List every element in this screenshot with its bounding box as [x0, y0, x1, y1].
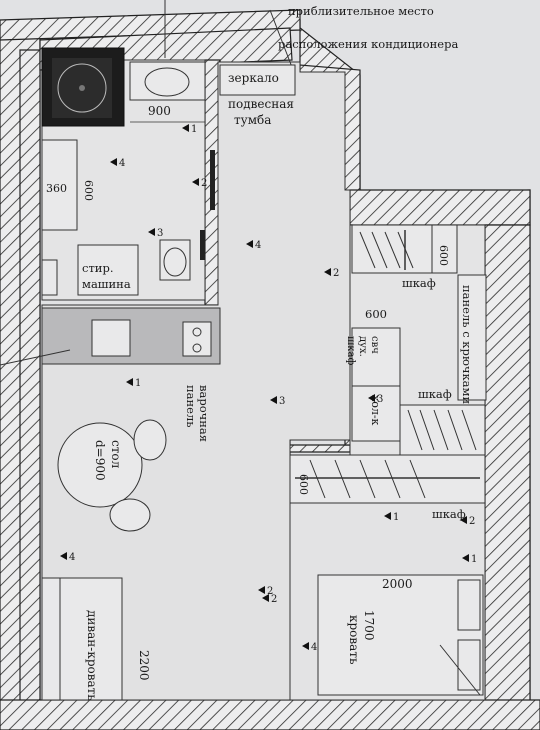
microwave-label-3: шкаф [345, 336, 356, 366]
hanging-cabinet-label-2: тумба [234, 113, 271, 127]
bed-length-label: 2000 [382, 577, 413, 591]
view-marker-arrow [246, 240, 253, 248]
chair-1 [133, 419, 167, 461]
bed-area: 2000 1700 кровать [317, 574, 484, 696]
cooktop-label-2: панель [184, 385, 198, 428]
view-marker-arrow [368, 394, 375, 402]
view-marker-arrow [258, 586, 265, 594]
bed-label: кровать [347, 615, 361, 665]
bed [317, 574, 484, 696]
cooktop-label-1: варочная [197, 385, 211, 442]
microwave-label-2: дух. [357, 336, 368, 357]
view-marker-arrow [302, 642, 309, 650]
wardrobe-top-depth: 600 [437, 245, 450, 266]
hall-furniture: зеркало подвесная тумба [219, 64, 296, 127]
shower-width-label: 900 [148, 104, 171, 118]
view-marker-arrow [126, 378, 133, 386]
bath-small-label: 360 [46, 182, 67, 195]
wardrobe-mid-depth: 600 [297, 474, 310, 495]
right-storage: 600 шкаф панель с крючками 600 свч дух. … [289, 224, 487, 521]
view-marker-arrow [270, 396, 277, 404]
ac-note-line2: расположения кондиционера [278, 37, 458, 51]
view-marker-arrow [110, 158, 117, 166]
wardrobe-bottom [289, 454, 486, 504]
hook-panel [457, 274, 487, 401]
wardrobe-mid-label: шкаф [418, 387, 452, 401]
view-marker-number: 2 [271, 594, 277, 605]
mirror-label: зеркало [228, 71, 279, 85]
view-marker-arrow [192, 178, 199, 186]
view-marker-arrow [262, 594, 269, 602]
view-marker-number: 4 [255, 240, 261, 251]
view-marker-number: 4 [119, 158, 125, 169]
sofa-length-label: 2200 [137, 650, 151, 681]
hook-panel-label: панель с крючками [460, 285, 474, 404]
bed-width-label: 1700 [362, 610, 376, 641]
bath-depth-label: 600 [82, 180, 95, 201]
dining-area: стол d=900 [57, 419, 167, 532]
sofa-bed: диван-кровать 2200 [41, 577, 151, 701]
view-marker-arrow [324, 268, 331, 276]
pillow-2 [457, 639, 481, 691]
wardrobe-mid [399, 404, 486, 456]
sofa-bed-label: диван-кровать [85, 610, 99, 701]
bathroom: 900 600 360 стир. машина [41, 47, 215, 296]
wardrobe-mid2-label: шкаф [432, 507, 466, 521]
microwave-label-1: свч [369, 336, 380, 354]
view-marker-number: 2 [469, 516, 475, 527]
view-marker-arrow [384, 512, 391, 520]
sink [91, 319, 131, 357]
fridge-label: хол-к [369, 395, 382, 426]
washing-machine-label-1: стир. [82, 261, 114, 275]
ac-note-line1: приблизительное место [288, 4, 434, 18]
cooktop [182, 321, 212, 357]
table-label-1: стол [109, 440, 123, 469]
view-marker-arrow [60, 552, 67, 560]
kitchen-depth-label: 600 [365, 307, 387, 321]
view-marker-arrow [182, 124, 189, 132]
view-marker-number: 2 [267, 586, 273, 597]
dining-table [57, 422, 143, 508]
table-label-2: d=900 [93, 440, 107, 481]
wardrobe-top-label: шкаф [402, 276, 436, 290]
toilet [159, 239, 191, 281]
view-marker-number: 2 [333, 268, 339, 279]
view-marker-number: 1 [393, 512, 399, 523]
view-marker-arrow [462, 554, 469, 562]
microwave-oven [351, 327, 401, 387]
washing-machine [77, 244, 139, 296]
kitchen-counter: варочная панель [0, 307, 221, 442]
view-marker-number: 1 [471, 554, 477, 565]
view-marker-number: 4 [69, 552, 75, 563]
view-marker-arrow [148, 228, 155, 236]
view-marker-number: 2 [201, 178, 207, 189]
view-marker-number: 3 [279, 396, 285, 407]
view-marker-arrow [460, 516, 467, 524]
mirror [219, 64, 296, 96]
view-marker-number: 4 [311, 642, 317, 653]
view-marker-number: 1 [135, 378, 141, 389]
bath-cabinet [41, 139, 78, 231]
pillow-1 [457, 579, 481, 631]
view-markers: 1 2 3 4 4 2 3 1 3 1 4 2 1 2 4 2 [60, 124, 477, 653]
view-marker-number: 1 [191, 124, 197, 135]
ac-note: приблизительное место расположения конди… [164, 0, 458, 76]
view-marker-number: 3 [377, 394, 383, 405]
view-marker-number: 3 [157, 228, 163, 239]
chair-2 [109, 498, 151, 532]
washing-machine-label-2: машина [82, 277, 131, 291]
hanging-cabinet-label-1: подвесная [228, 97, 294, 111]
